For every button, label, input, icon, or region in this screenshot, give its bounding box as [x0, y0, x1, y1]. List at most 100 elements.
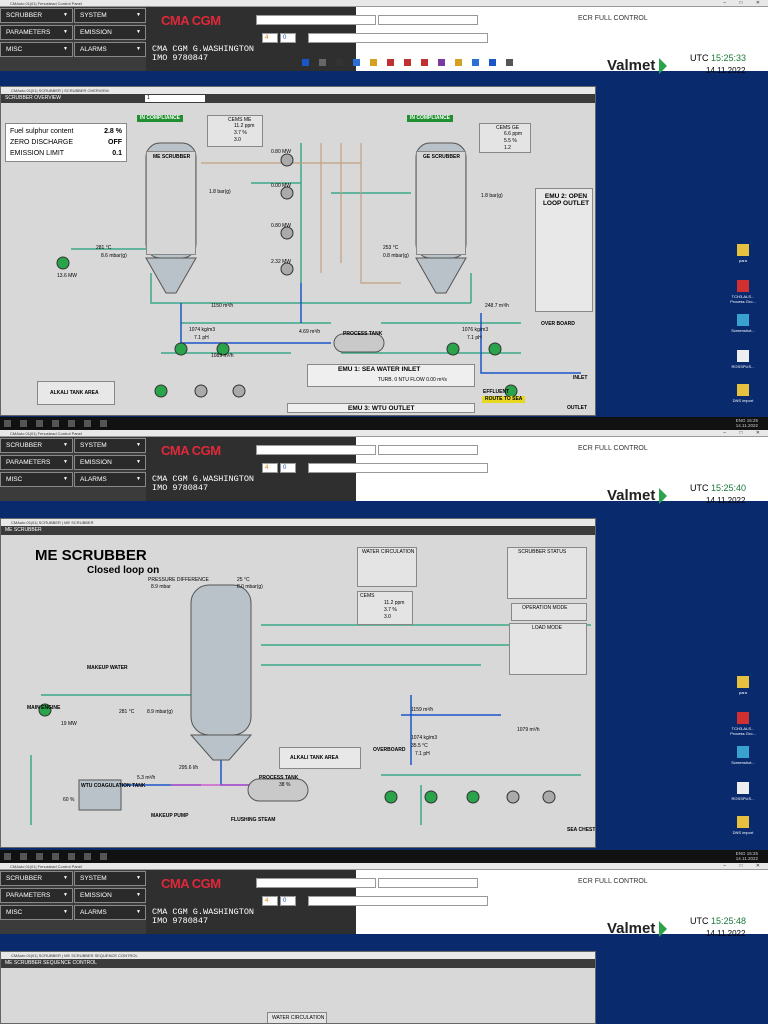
circ-flow: 1159 m³/h: [411, 707, 434, 713]
display-icon[interactable]: [302, 59, 309, 66]
nav-system[interactable]: SYSTEM: [74, 8, 146, 23]
key-icon[interactable]: [370, 59, 377, 66]
search-icon[interactable]: [20, 420, 27, 427]
control-panel-header: SCRUBBER SYSTEM PARAMETERS EMISSION MISC…: [0, 7, 768, 75]
taskview-icon[interactable]: [36, 853, 43, 860]
ship-name: CMA CGM G.WASHINGTON: [152, 44, 255, 54]
desktop-icon-1[interactable]: para: [728, 676, 758, 695]
folder-icon[interactable]: [68, 420, 75, 427]
nav-scrubber[interactable]: SCRUBBER: [0, 438, 73, 453]
scrubber-overview-bar: SCRUBBER OVERVIEW 1: [1, 94, 595, 103]
start-icon[interactable]: [4, 420, 11, 427]
desktop-icon-5[interactable]: DNS import: [728, 816, 758, 835]
alarm-counter-a: 4: [262, 463, 278, 473]
nav-parameters[interactable]: PARAMETERS: [0, 455, 73, 470]
app-icon[interactable]: [100, 420, 107, 427]
screen-3: CMAuto 01|01| Fenustead Control Panel‒ □…: [0, 863, 768, 1024]
nav-misc[interactable]: MISC: [0, 472, 73, 487]
me-ph: 7.1 pH: [194, 335, 209, 341]
nav-system[interactable]: SYSTEM: [74, 871, 146, 886]
alarm-icon[interactable]: [421, 59, 428, 66]
edge-icon[interactable]: [52, 420, 59, 427]
window-controls[interactable]: ‒ □ ✕: [723, 0, 766, 6]
folder-icon[interactable]: [68, 853, 75, 860]
cems-me-box: CEMS ME 11.2 ppm 3.7 % 3.0: [207, 115, 263, 147]
network-icon[interactable]: [489, 59, 496, 66]
desktop-icon-1[interactable]: para: [728, 244, 758, 263]
me-scrubber-window: CMAuto 01|01| SCRUBBER | ME SCRUBBER ME …: [0, 518, 596, 848]
route-to-sea[interactable]: ROUTE TO SEA: [482, 396, 526, 403]
command-field[interactable]: [256, 15, 376, 25]
alarm-line[interactable]: [308, 33, 488, 43]
ge-pressure: 1.8 bar(g): [481, 193, 503, 199]
nav-misc[interactable]: MISC: [0, 42, 73, 57]
edge-icon[interactable]: [52, 853, 59, 860]
desktop-icon-3[interactable]: Screenshot...: [728, 746, 758, 765]
me-circ-flow: 1150 m³/h: [211, 303, 234, 309]
command-field-2[interactable]: [378, 15, 478, 25]
me-gas-pressure: 8.6 mbar(g): [101, 253, 127, 259]
mail-icon[interactable]: [84, 853, 91, 860]
scrubber-overview-canvas: Fuel sulphur content 2.8 % ZERO DISCHARG…: [1, 103, 595, 415]
nav-scrubber[interactable]: SCRUBBER: [0, 871, 73, 886]
command-field[interactable]: [256, 445, 376, 455]
nav-parameters[interactable]: PARAMETERS: [0, 25, 73, 40]
brand-logo: CMA CGM: [161, 443, 221, 458]
nav-system[interactable]: SYSTEM: [74, 438, 146, 453]
search-icon[interactable]: [20, 853, 27, 860]
window-title: CMAuto 01|01| Fenustead Control Panel: [10, 1, 82, 6]
ge-circ-flow: 248.7 m³/h: [485, 303, 509, 309]
nav-emission[interactable]: EMISSION: [74, 25, 146, 40]
scrubber-overview-titlebar: CMAuto 01|01| SCRUBBER | SCRUBBER OVERVI…: [1, 87, 595, 94]
density: 1074 kg/m3: [411, 735, 438, 741]
me-gas-temp: 281 °C: [96, 245, 112, 251]
report-icon[interactable]: [455, 59, 462, 66]
ge-gas-temp: 253 °C: [383, 245, 399, 251]
outlet-label: OUTLET: [567, 405, 587, 411]
grid-icon[interactable]: [319, 59, 326, 66]
tools-icon[interactable]: [387, 59, 394, 66]
list-icon[interactable]: [336, 59, 343, 66]
alarm-counter-a: 4: [262, 33, 278, 43]
desktop-icon-3[interactable]: Screenshot...: [728, 314, 758, 333]
printer-icon[interactable]: [353, 59, 360, 66]
taskview-icon[interactable]: [36, 420, 43, 427]
makeup-pump: MAKEUP PUMP: [151, 813, 189, 819]
me-pressure: 1.8 bar(g): [209, 189, 231, 195]
ge-ph: 7.1 pH: [467, 335, 482, 341]
nav-parameters[interactable]: PARAMETERS: [0, 888, 73, 903]
engine-pressure: 8.9 mbar(g): [147, 709, 173, 715]
sequence-control-window: CMAuto 01|01| SCRUBBER | ME SCRUBBER SEQ…: [0, 951, 596, 1024]
nav-menu: SCRUBBER SYSTEM PARAMETERS EMISSION MISC…: [0, 7, 146, 71]
emu3-box: EMU 3: WTU OUTLET: [287, 403, 475, 413]
command-field-2[interactable]: [378, 445, 478, 455]
app-icon[interactable]: [100, 853, 107, 860]
start-icon[interactable]: [4, 853, 11, 860]
nav-alarms[interactable]: ALARMS: [74, 472, 146, 487]
settings-icon[interactable]: [472, 59, 479, 66]
nav-alarms[interactable]: ALARMS: [74, 42, 146, 57]
nav-alarms[interactable]: ALARMS: [74, 905, 146, 920]
desktop-icon-5[interactable]: DNS import: [728, 384, 758, 403]
return-flow: 1079 m³/h: [517, 727, 540, 733]
nav-scrubber[interactable]: SCRUBBER: [0, 8, 73, 23]
operation-mode-panel: OPERATION MODE: [511, 603, 587, 621]
nav-misc[interactable]: MISC: [0, 905, 73, 920]
inlet-label: INLET: [573, 375, 588, 381]
desktop-icon-4[interactable]: ROSSPUS...: [728, 350, 758, 369]
trend-icon[interactable]: [438, 59, 445, 66]
water-temp: 35.5 °C: [411, 743, 428, 749]
utc-date: 14.11.2022: [706, 496, 746, 505]
sea-chest: SEA CHEST: [567, 827, 596, 833]
desktop-icon-2[interactable]: TCH3-ALS... Process Gro...: [728, 280, 758, 304]
mail-icon[interactable]: [84, 420, 91, 427]
desktop-icon-4[interactable]: ROSSPUS...: [728, 782, 758, 801]
tool-icon[interactable]: [506, 59, 513, 66]
display-number-input[interactable]: 1: [145, 95, 205, 102]
alarm-line[interactable]: [308, 463, 488, 473]
nav-emission[interactable]: EMISSION: [74, 455, 146, 470]
home-icon[interactable]: [404, 59, 411, 66]
desktop-icon-2[interactable]: TCH3-ALS... Process Gro...: [728, 712, 758, 736]
nav-emission[interactable]: EMISSION: [74, 888, 146, 903]
